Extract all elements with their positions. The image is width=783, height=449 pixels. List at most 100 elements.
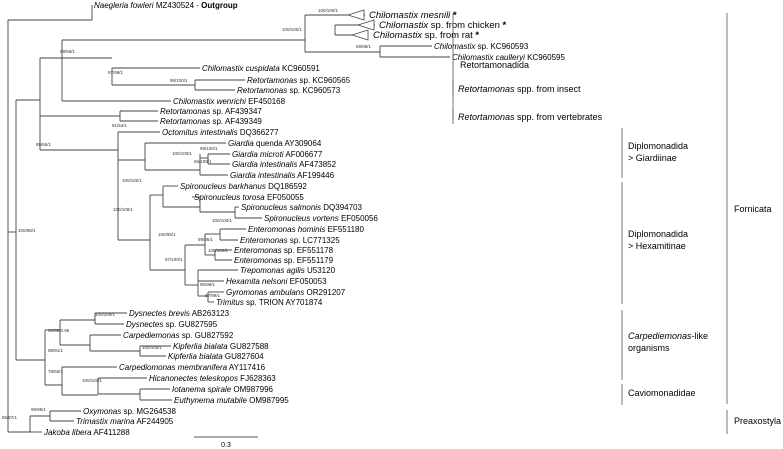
tip-label: Hexamita nelsoni EF050053 bbox=[226, 277, 327, 286]
taxon-name: Naegleria fowleri bbox=[94, 1, 154, 10]
accession: MZ430524 bbox=[154, 1, 195, 10]
tip-label: Octomitus intestinalis DQ366277 bbox=[162, 128, 279, 137]
accession: DQ394703 bbox=[321, 203, 362, 212]
collapsed-clade-triangle bbox=[346, 9, 365, 21]
accession: OM987996 bbox=[231, 385, 273, 394]
taxon-suffix: sp. TRION bbox=[244, 298, 284, 307]
taxon-name: Kipferlia bialata bbox=[173, 342, 228, 351]
taxon-name: Spironucleus vortens bbox=[264, 214, 339, 223]
taxon-suffix: sp. bbox=[210, 117, 223, 126]
tip-label: Chilomastix sp. from chicken * bbox=[379, 20, 507, 31]
tip-labels: Naegleria fowleri MZ430524 - OutgroupChi… bbox=[43, 1, 566, 437]
support-value: 99/100/1 bbox=[170, 78, 188, 83]
clade-label-part: spp. from vertebrates bbox=[515, 112, 603, 122]
tip-label: Dysnectes brevis AB263123 bbox=[129, 309, 230, 318]
tip-label: Retortamonas sp. AF439347 bbox=[160, 107, 262, 116]
clade-label-part: Caviomonadidae bbox=[628, 388, 696, 398]
accession: AY701874 bbox=[284, 298, 323, 307]
tip-label: Spironucleus vortens EF050056 bbox=[264, 214, 378, 223]
accession: AY309064 bbox=[283, 139, 322, 148]
clade-label: Diplomonadida> Hexamitinae bbox=[628, 229, 688, 251]
accession: EF551178 bbox=[295, 246, 334, 255]
support-value: 59/98/1 bbox=[356, 44, 372, 49]
star-marker: * bbox=[500, 20, 507, 31]
accession: KC960573 bbox=[300, 86, 341, 95]
taxon-suffix: sp. bbox=[121, 407, 134, 416]
tip-label: Naegleria fowleri MZ430524 - Outgroup bbox=[94, 1, 238, 10]
taxon-name: Chilomastix wenrichi bbox=[173, 97, 246, 106]
taxon-name: Enteromonas bbox=[234, 256, 282, 265]
accession: EF050053 bbox=[287, 277, 327, 286]
accession: AY117416 bbox=[227, 363, 266, 372]
tip-label: Carpediemonas sp. GU827592 bbox=[123, 331, 234, 340]
taxon-name: Giardia microti bbox=[232, 150, 284, 159]
support-value: 100/95/1 bbox=[158, 232, 176, 237]
taxon-suffix: sp. bbox=[210, 107, 223, 116]
taxon-name: Euthynema mutabile bbox=[174, 396, 247, 405]
accession: OR291207 bbox=[304, 288, 345, 297]
tip-label: Iotanema spirale OM987996 bbox=[172, 385, 274, 394]
support-value: 78/58/1 bbox=[48, 369, 64, 374]
tip-label: Giardia microti AF006677 bbox=[232, 150, 323, 159]
taxon-name: Iotanema spirale bbox=[172, 385, 232, 394]
accession: EF050056 bbox=[339, 214, 379, 223]
accession: AF411288 bbox=[92, 428, 131, 437]
support-values: 100/98/189/65/199/68/1100/100/1100/100/1… bbox=[2, 8, 372, 420]
accession: OM987995 bbox=[247, 396, 289, 405]
taxon-name: Chilomastix bbox=[379, 20, 429, 31]
accession: GU827592 bbox=[192, 331, 233, 340]
tip-label: Spironucleus torosa EF050055 bbox=[194, 193, 304, 202]
tip-label: Enteromonas sp. LC771325 bbox=[240, 236, 340, 245]
clade-label-part: > Giardiinae bbox=[628, 153, 677, 163]
clade-label-part: Diplomonadida bbox=[628, 141, 688, 151]
clade-label-part: Retortamonas bbox=[458, 84, 515, 94]
support-value: 100/100/1 bbox=[122, 178, 143, 183]
tip-label: Euthynema mutabile OM987995 bbox=[174, 396, 289, 405]
star-marker: * bbox=[473, 30, 480, 41]
separator: - bbox=[194, 1, 201, 10]
taxon-name: Chilomastix bbox=[434, 42, 476, 51]
tip-label: Enteromonas sp. EF551178 bbox=[234, 246, 334, 255]
accession: AF473852 bbox=[297, 160, 336, 169]
taxon-suffix: sp. bbox=[179, 331, 192, 340]
taxon-suffix: sp. bbox=[288, 236, 301, 245]
accession: KC960595 bbox=[525, 53, 566, 62]
accession: MG264538 bbox=[134, 407, 176, 416]
taxon-name: Trepomonas agilis bbox=[240, 266, 305, 275]
tip-label: Gyromonas ambulans OR291207 bbox=[226, 288, 346, 297]
taxon-name: Enteromonas bbox=[234, 246, 282, 255]
tip-label: Giardia quenda AY309064 bbox=[228, 139, 322, 148]
support-value: 100/100/1 bbox=[95, 312, 116, 317]
tip-label: Spironucleus barkhanus DQ186592 bbox=[180, 182, 307, 191]
support-value: 97/99/1 bbox=[205, 293, 221, 298]
taxon-name: Gyromonas ambulans bbox=[226, 288, 304, 297]
taxon-name: Giardia intestinalis bbox=[232, 160, 297, 169]
accession: EF551180 bbox=[325, 225, 364, 234]
support-value: 89/65/1 bbox=[36, 142, 52, 147]
taxon-suffix: sp. from rat bbox=[422, 30, 473, 41]
taxon-suffix: sp. bbox=[297, 76, 310, 85]
clade-label: Retortamonas spp. from insect bbox=[458, 84, 581, 94]
tip-label: Spironucleus salmonis DQ394703 bbox=[241, 203, 363, 212]
clade-label-part: organisms bbox=[628, 343, 670, 353]
outgroup-label: Outgroup bbox=[201, 1, 238, 10]
taxon-name: Retortamonas bbox=[237, 86, 287, 95]
taxon-name: Dysnectes bbox=[126, 320, 163, 329]
support-value: 97/99/1 bbox=[108, 70, 124, 75]
taxon-suffix: sp. bbox=[163, 320, 176, 329]
tip-label: Jakoba libera AF411288 bbox=[43, 428, 130, 437]
tip-label: Retortamonas sp. KC960573 bbox=[237, 86, 341, 95]
taxon-name: Chilomastix mesnili bbox=[369, 10, 451, 21]
accession: DQ366277 bbox=[238, 128, 279, 137]
support-value: 85/97/1 bbox=[2, 415, 18, 420]
support-value: 100/100/1 bbox=[208, 248, 229, 253]
tip-label: Carpediomonas membranifera AY117416 bbox=[119, 363, 266, 372]
taxon-suffix: sp. bbox=[282, 246, 295, 255]
tip-label: Giardia intestinalis AF199446 bbox=[230, 171, 335, 180]
tip-label: Trimitus sp. TRION AY701874 bbox=[216, 298, 323, 307]
accession: AF244905 bbox=[135, 417, 174, 426]
tip-label: Chilomastix cuspidata KC960591 bbox=[202, 64, 320, 73]
taxon-name: Retortamonas bbox=[160, 107, 210, 116]
